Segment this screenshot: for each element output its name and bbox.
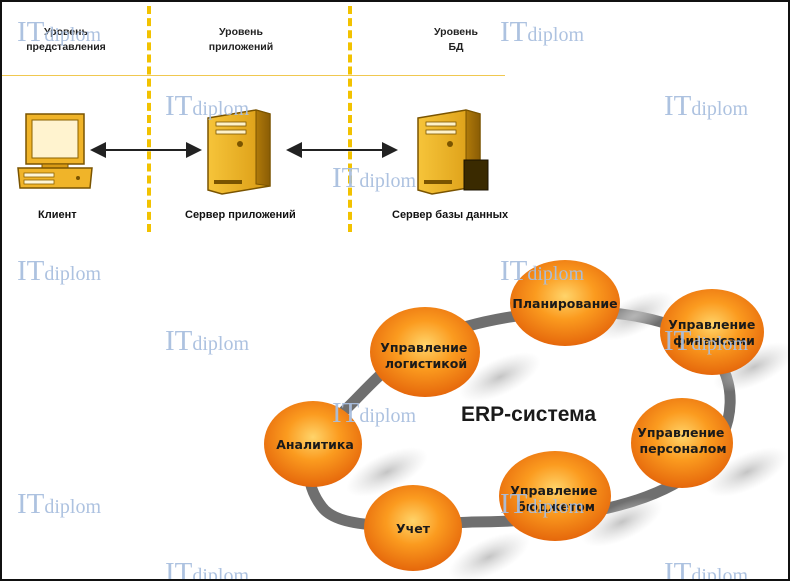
node-shadow bbox=[459, 352, 541, 402]
server-icon bbox=[417, 109, 489, 195]
svg-text:Планирование: Планирование bbox=[512, 296, 617, 311]
node-label: бюджетом bbox=[517, 499, 595, 514]
erp-node-accounting: Учет bbox=[364, 485, 462, 571]
svg-text:Управление логистико: Управление логистикой bbox=[380, 340, 471, 371]
node-label: Планирование bbox=[512, 296, 617, 311]
erp-node-personnel: Управление персоналом bbox=[631, 398, 733, 488]
level-application: Уровень приложений bbox=[208, 26, 274, 53]
node-label: логистикой bbox=[385, 356, 467, 371]
db-server-label: Сервер базы данных bbox=[392, 209, 509, 221]
level-presentation: Уровень представления bbox=[26, 26, 106, 53]
tier-divider-2 bbox=[348, 6, 352, 232]
header-divider bbox=[2, 75, 505, 76]
node-label: Управление bbox=[637, 425, 724, 440]
svg-text:Управление финансами: Управление финансами bbox=[668, 317, 759, 348]
app-server-label: Сервер приложений bbox=[185, 209, 296, 221]
node-shadow bbox=[448, 532, 530, 579]
level-database: Уровень БД bbox=[434, 26, 478, 53]
node-shadow bbox=[713, 342, 788, 392]
server-icon bbox=[207, 109, 271, 195]
node-shadow bbox=[706, 447, 788, 497]
monitor-icon bbox=[17, 113, 93, 189]
svg-text:Учет: Учет bbox=[396, 521, 431, 536]
svg-text:Аналитика: Аналитика bbox=[276, 437, 354, 452]
erp-node-finance: Управление финансами bbox=[660, 289, 764, 375]
erp-node-analytics: Аналитика bbox=[264, 401, 362, 487]
svg-text:Управление персонало: Управление персоналом bbox=[637, 425, 728, 456]
node-shadow bbox=[346, 447, 428, 497]
node-label: Учет bbox=[396, 521, 431, 536]
node-label: финансами bbox=[673, 333, 755, 348]
node-label: Аналитика bbox=[276, 437, 354, 452]
node-label: Управление bbox=[510, 483, 597, 498]
erp-title: ERP-система bbox=[461, 403, 596, 426]
tier-divider-1 bbox=[147, 6, 151, 232]
svg-text:Управление бюджетом: Управление бюджетом bbox=[510, 483, 601, 514]
node-label: Управление bbox=[668, 317, 755, 332]
erp-node-logistics: Управление логистикой bbox=[370, 307, 480, 397]
node-shadow bbox=[593, 291, 675, 341]
erp-node-planning: Планирование bbox=[510, 260, 620, 346]
client-label: Клиент bbox=[38, 209, 77, 221]
erp-node-budget: Управление бюджетом bbox=[499, 451, 611, 541]
erp-cycle-diagram: Планирование Управление финансами Управл… bbox=[264, 260, 788, 579]
node-shadow bbox=[581, 497, 663, 547]
node-label: Управление bbox=[380, 340, 467, 355]
node-label: персоналом bbox=[639, 441, 726, 456]
